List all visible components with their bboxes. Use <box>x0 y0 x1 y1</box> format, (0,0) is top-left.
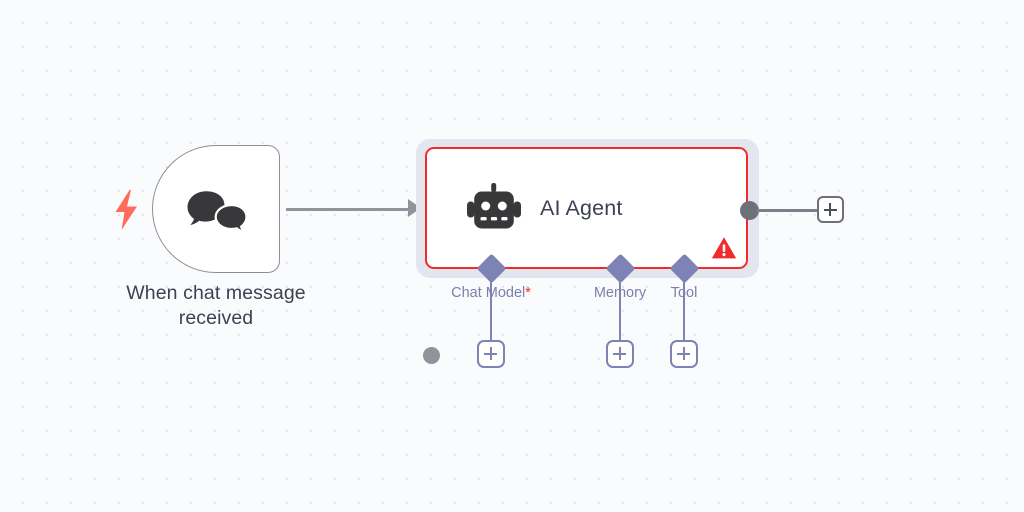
add-node-button-tool[interactable] <box>670 340 698 368</box>
chat-bubbles-icon <box>187 191 248 234</box>
node-label-ai-agent: AI Agent <box>540 196 623 220</box>
plus-icon-vertical <box>682 347 686 361</box>
sub-port-label-text-chat-model: Chat Model <box>451 285 526 301</box>
trigger-output-port[interactable] <box>423 347 440 364</box>
sub-port-line-tool <box>682 271 686 342</box>
warning-triangle-icon[interactable] <box>711 235 737 261</box>
plus-icon-vertical <box>489 347 493 361</box>
robot-icon <box>467 183 521 229</box>
add-node-button-output[interactable] <box>817 196 844 223</box>
agent-output-stub <box>757 208 819 212</box>
plus-icon-vertical <box>829 203 832 216</box>
sub-port-line-chat-model <box>489 271 493 342</box>
node-when-chat-message-received[interactable] <box>152 145 440 364</box>
node-ai-agent[interactable]: AI Agent <box>425 147 748 269</box>
plus-icon-vertical <box>618 347 622 361</box>
connection-trigger-to-agent[interactable] <box>286 207 412 211</box>
node-label-when-chat-message-received: When chat message received <box>126 282 306 329</box>
required-marker-chat-model: * <box>525 285 531 301</box>
sub-port-label-chat-model: Chat Model* <box>371 285 611 301</box>
agent-output-port[interactable] <box>740 201 759 220</box>
add-node-button-memory[interactable] <box>606 340 634 368</box>
lightning-bolt-icon <box>115 190 137 230</box>
sub-port-line-memory <box>618 271 622 342</box>
add-node-button-chat-model[interactable] <box>477 340 505 368</box>
